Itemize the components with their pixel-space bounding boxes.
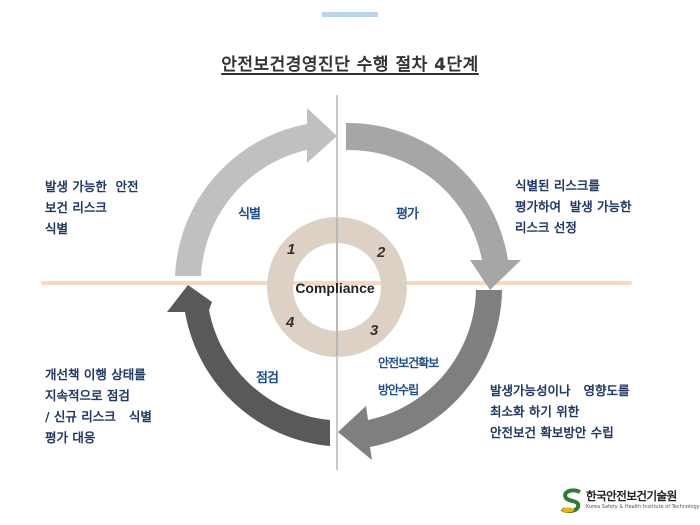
logo-s-icon (560, 488, 581, 514)
page-title: 안전보건경영진단 수행 절차 4단계 (0, 50, 700, 75)
arrow-plan (338, 290, 502, 460)
logo-subtitle: Korea Safety & Health Institute of Techn… (586, 504, 700, 510)
stage-label-plan: 안전보건확보 방안수립 (378, 356, 439, 397)
stage-label-evaluate: 평가 (396, 207, 419, 222)
step-number-4: 4 (286, 314, 295, 331)
compliance-label: Compliance (295, 280, 375, 296)
arrow-identify (175, 108, 337, 276)
description-identify: 발생 가능한 안전 보건 리스크 식별 (45, 179, 139, 236)
step-number-3: 3 (370, 322, 379, 339)
arrow-inspect (167, 285, 330, 446)
step-number-2: 2 (377, 244, 386, 261)
arrow-evaluate (346, 122, 521, 290)
stage-label-inspect: 점검 (256, 371, 279, 386)
description-evaluate: 식별된 리스크를 평가하여 발생 가능한 리스크 선정 (515, 178, 632, 235)
top-accent-bar (322, 12, 378, 17)
logo-name: 한국안전보건기술원 (586, 489, 677, 503)
description-inspect: 개선책 이행 상태를 지속적으로 점검 / 신규 리스크 식별 평가 대응 (45, 367, 152, 445)
page-title-text: 안전보건경영진단 수행 절차 4단계 (221, 55, 479, 75)
step-number-1: 1 (287, 241, 296, 258)
stage-label-identify: 식별 (238, 207, 261, 222)
institute-logo: 한국안전보건기술원 Korea Safety & Health Institut… (560, 488, 700, 518)
description-plan: 발생가능성이나 영향도를 최소화 하기 위한 안전보건 확보방안 수립 (490, 383, 630, 440)
